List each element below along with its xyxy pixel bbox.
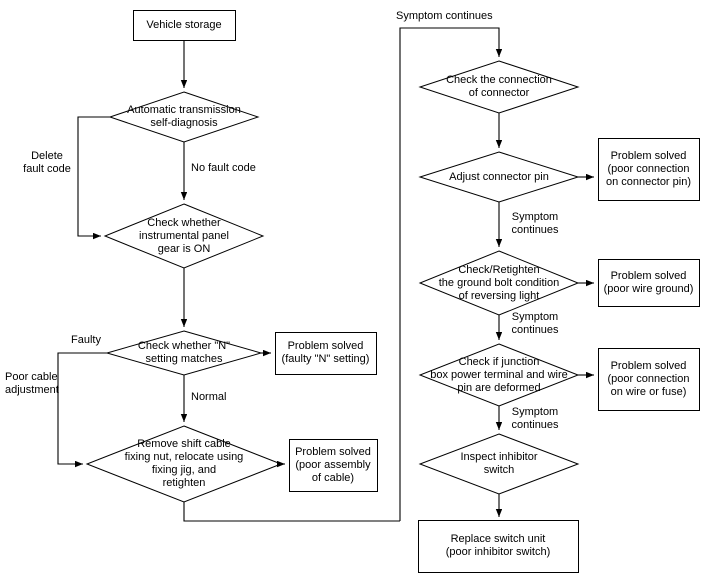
edge-label-delete-fault-code: Delete fault code [23,150,71,175]
edge-label-symptom-continues-1: Symptom continues [511,211,559,236]
node-shape-solved-cable-assembly [289,439,378,492]
node-shape-replace-switch-unit [418,520,579,573]
node-shape-check-connector [418,60,580,114]
edge-faulty-loop [57,352,107,468]
node-shape-adjust-connector-pin [418,151,580,203]
node-shape-check-panel-gear [103,203,265,269]
node-shape-check-ground-bolt [418,250,580,316]
edge-label-symptom-continues-3: Symptom continues [511,406,559,431]
edge-label-symptom-continues-2: Symptom continues [511,311,559,336]
node-shape-solved-wire-or-fuse [598,348,700,411]
node-shape-auto-self-diagnosis [108,91,260,143]
edge-symptom-continues-trunk [399,27,503,521]
edge-label-no-fault-code: No fault code [191,162,256,174]
edge-label-normal: Normal [191,391,227,403]
node-shape-solved-n-setting [275,332,377,375]
node-shape-inspect-inhibitor [418,433,580,495]
edge-remove-cable-to-symptom-trunk [183,502,400,522]
edge-label-symptom-continues-top: Symptom continues [396,10,493,22]
edge-label-poor-cable-adjustment: Poor cable adjustment [5,371,59,396]
node-shape-check-n-setting [105,330,263,376]
node-shape-solved-connector-pin [598,138,700,201]
node-shape-solved-wire-ground [598,259,700,307]
node-shape-remove-shift-cable [85,425,283,503]
edge-delete-fault-code-loop [77,116,110,240]
node-shape-vehicle-storage [133,10,236,41]
edge-label-faulty: Faulty [71,334,101,346]
node-shape-check-junction-box [418,343,580,407]
